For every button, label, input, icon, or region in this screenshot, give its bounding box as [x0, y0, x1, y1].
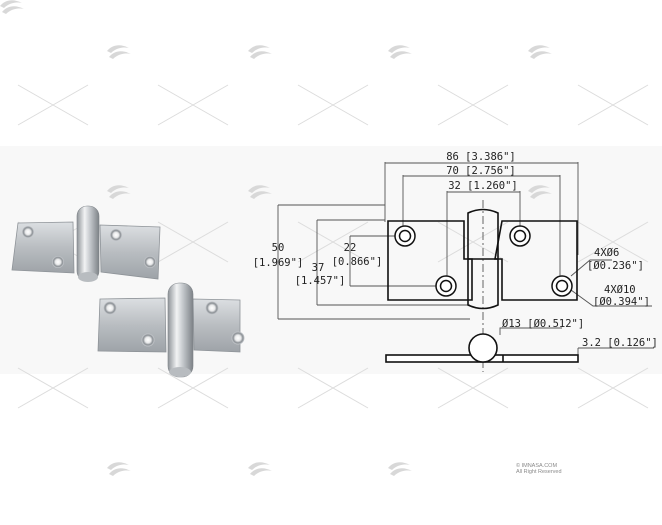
dim-hole-small-in: [Ø0.236"] — [587, 260, 644, 272]
dim-hole-small-count: 4XØ6 — [594, 247, 619, 259]
mounting-holes — [394, 225, 573, 297]
dim-height-mm: 50 — [272, 242, 285, 254]
dim-hole-large-count: 4XØ10 — [604, 284, 636, 296]
dim-37-mm: 37 — [312, 262, 325, 274]
rights-line: All Right Reserved — [516, 469, 562, 475]
dimension-labels: 86 [3.386"] 70 [2.756"] 32 [1.260"] 50 [… — [253, 151, 658, 349]
dim-pin-diameter: Ø13 [Ø0.512"] — [502, 318, 584, 330]
dim-hole-spacing-outer: 70 [2.756"] — [446, 165, 516, 177]
wave-logo-icons — [0, 0, 552, 476]
dim-22-in: [0.866"] — [332, 256, 383, 268]
hinge-photo-2 — [97, 282, 245, 378]
copyright-line: © IMNASA.COM — [516, 463, 558, 469]
dim-hole-large-in: [Ø0.394"] — [593, 296, 650, 308]
hinge-photo-1 — [11, 205, 161, 282]
dim-hole-spacing-inner: 32 [1.260"] — [448, 180, 518, 192]
hinge-front-view — [387, 208, 578, 310]
dim-37-in: [1.457"] — [295, 275, 346, 287]
hinge-side-view — [385, 333, 579, 363]
dim-height-in: [1.969"] — [253, 257, 304, 269]
dim-overall-width: 86 [3.386"] — [446, 151, 516, 163]
copyright-watermark: © IMNASA.COM All Right Reserved — [516, 463, 562, 475]
dim-22-mm: 22 — [344, 242, 357, 254]
dim-thickness: 3.2 [0.126"] — [582, 337, 658, 349]
